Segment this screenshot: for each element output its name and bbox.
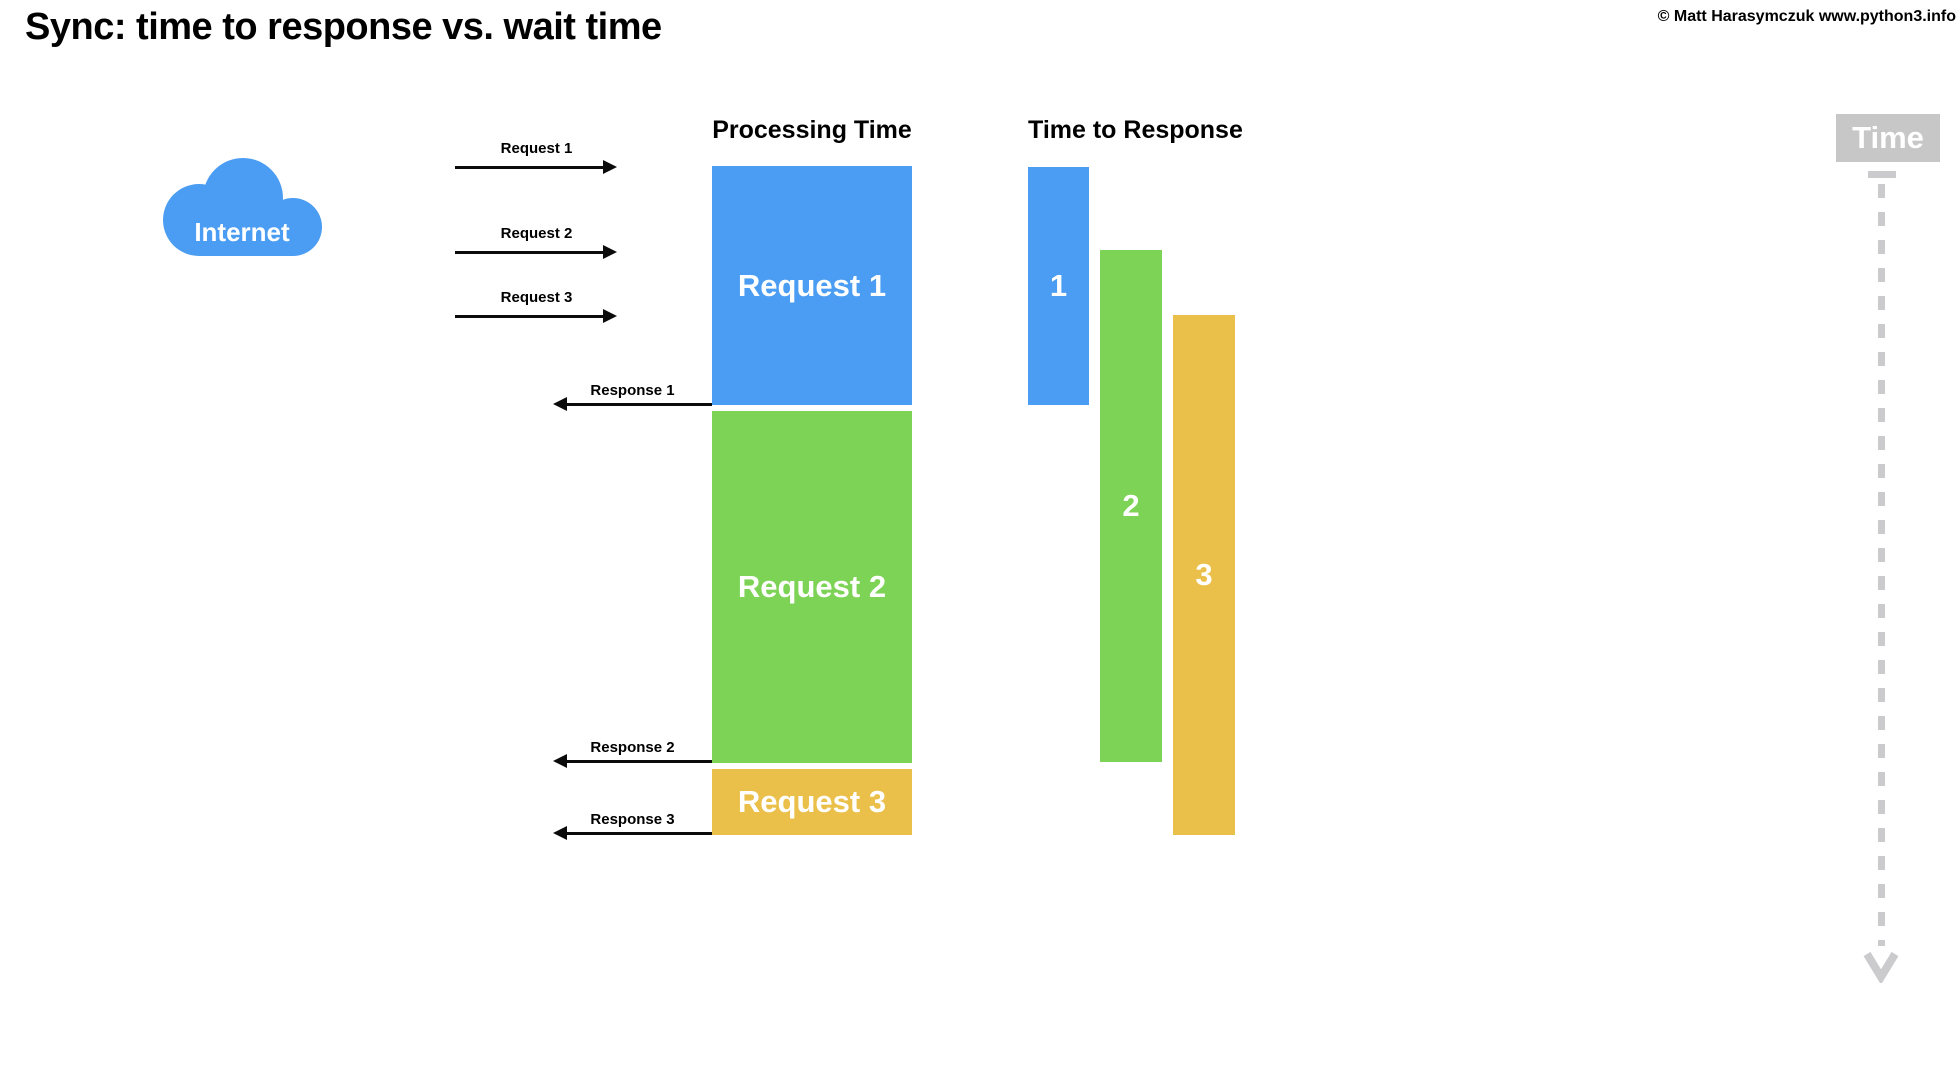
time-axis-dashed-line (1878, 184, 1885, 946)
page-title: Sync: time to response vs. wait time (25, 6, 662, 48)
time-to-response-header: Time to Response (1028, 116, 1243, 144)
arrowhead-right-icon (603, 309, 617, 323)
time-axis-start-tick (1868, 171, 1896, 178)
processing-bar-request-3: Request 3 (712, 769, 912, 835)
processing-bar-request-1: Request 1 (712, 166, 912, 405)
response-3-arrow: Response 3 (553, 810, 712, 840)
time-to-response-bar-3: 3 (1173, 315, 1235, 835)
time-to-response-bar-1-label: 1 (1049, 268, 1068, 303)
response-1-arrow-shaft (553, 397, 712, 411)
response-2-arrow: Response 2 (553, 738, 712, 768)
time-axis-title-box: Time (1836, 114, 1940, 162)
request-2-arrow: Request 2 (455, 224, 618, 259)
time-to-response-bar-3-label: 3 (1195, 557, 1213, 592)
request-1-arrow: Request 1 (455, 139, 618, 174)
processing-bar-request-3-label: Request 3 (737, 784, 887, 819)
down-arrow-icon (1863, 951, 1899, 983)
request-2-arrow-shaft (455, 245, 617, 259)
request-1-arrow-shaft (455, 160, 617, 174)
processing-bar-request-1-label: Request 1 (737, 267, 887, 303)
arrowhead-right-icon (603, 160, 617, 174)
response-3-arrow-shaft (553, 826, 712, 840)
internet-label: Internet (194, 217, 290, 247)
arrowhead-left-icon (553, 754, 567, 768)
response-1-arrow: Response 1 (553, 381, 712, 411)
time-to-response-bar-1: 1 (1028, 167, 1089, 405)
arrowhead-left-icon (553, 397, 567, 411)
processing-bar-request-2-label: Request 2 (737, 569, 887, 604)
response-1-arrow-label: Response 1 (590, 382, 675, 399)
processing-bar-request-2: Request 2 (712, 411, 912, 763)
copyright-notice: © Matt Harasymczuk www.python3.info (1657, 8, 1956, 25)
response-2-arrow-label: Response 2 (590, 739, 675, 756)
request-1-arrow-label: Request 1 (500, 140, 573, 157)
time-axis-label: Time (1852, 120, 1924, 155)
request-3-arrow: Request 3 (455, 288, 618, 323)
arrowhead-left-icon (553, 826, 567, 840)
time-to-response-bar-2: 2 (1100, 250, 1162, 762)
request-2-arrow-label: Request 2 (500, 225, 573, 242)
processing-time-header: Processing Time (712, 116, 912, 144)
cloud-icon (163, 158, 322, 256)
response-2-arrow-shaft (553, 754, 712, 768)
request-3-arrow-shaft (455, 309, 617, 323)
time-to-response-bar-2-label: 2 (1122, 488, 1140, 523)
arrowhead-right-icon (603, 245, 617, 259)
response-3-arrow-label: Response 3 (590, 811, 675, 828)
request-3-arrow-label: Request 3 (500, 289, 573, 306)
